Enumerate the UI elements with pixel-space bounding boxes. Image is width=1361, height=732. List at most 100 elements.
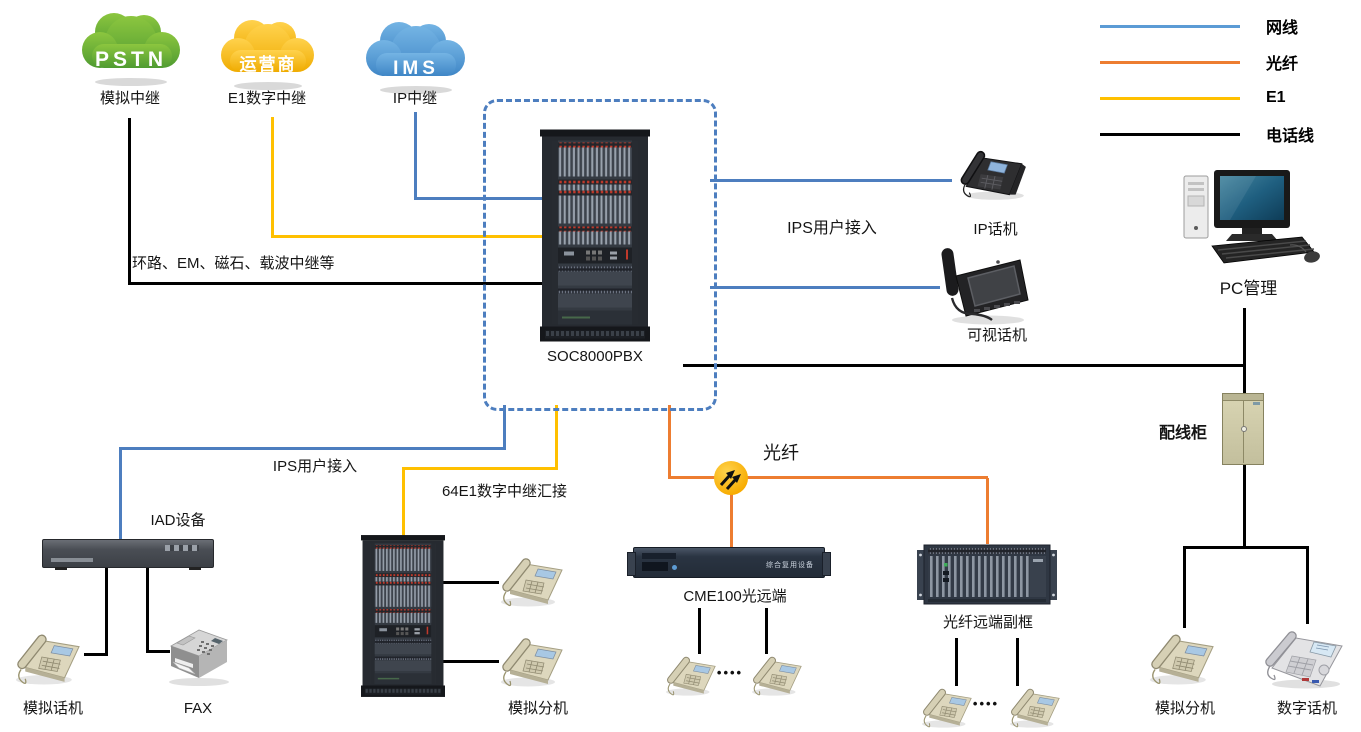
iad-label: IAD设备: [150, 512, 206, 529]
legend-label-e1: E1: [1266, 89, 1286, 106]
e1-tandem-rack: [361, 535, 445, 697]
analog-ext-mid-icon-1: [496, 550, 568, 608]
svg-text:运营商: 运营商: [240, 54, 297, 74]
connection-fiber-drop: [668, 405, 671, 478]
cme-port-block: [642, 553, 676, 559]
carrier-cloud-label: E1数字中继: [227, 90, 307, 107]
connection-cme-phone-1: [698, 608, 701, 654]
ims-cloud: IMS: [366, 22, 465, 94]
iad-device-icon: [42, 539, 214, 570]
connection-fiber-to-remote: [747, 476, 988, 479]
connection-cabinet-down: [1243, 465, 1246, 549]
connection-remote-phone-2: [1016, 638, 1019, 686]
connection-iad-drop-1: [503, 405, 506, 449]
connection-fiber-to-splitter: [668, 476, 716, 479]
legend-item-e1: E1: [1100, 80, 1314, 116]
fax-icon: [163, 616, 235, 688]
connection-e1-horizontal: [402, 467, 558, 470]
legend-item-phone-line: 电话线: [1100, 116, 1314, 152]
connection-ip-phone: [710, 179, 952, 182]
ip-phone-label: IP话机: [973, 221, 1018, 238]
analog-trunk-note: 环路、EM、磁石、载波中继等: [132, 255, 335, 272]
pbx-label: SOC8000PBX: [547, 348, 643, 365]
svg-text:PSTN: PSTN: [95, 48, 167, 71]
ims-cloud-label: IP中继: [392, 90, 438, 107]
video-phone-label: 可视话机: [966, 327, 1027, 344]
video-phone-icon: [940, 242, 1030, 326]
analog-ext-mid-label: 模拟分机: [507, 700, 568, 717]
connection-cme-phone-2: [765, 608, 768, 654]
iad-indicators: [165, 545, 199, 551]
connection-iad-fax-v: [146, 568, 149, 653]
connection-rack2-phone-1: [443, 581, 499, 584]
iad-foot: [189, 567, 201, 570]
cme-panel-text: 综合复用设备: [766, 562, 814, 569]
cme-mount-ear: [627, 552, 636, 576]
connection-iad-fax-h: [146, 650, 170, 653]
legend-label-phone: 电话线: [1266, 128, 1315, 145]
legend: 网线 光纤 E1 电话线: [1100, 8, 1314, 152]
remote-phone-icon-2: [1006, 682, 1064, 729]
analog-ext-right-icon: [1144, 626, 1220, 686]
legend-line-network: [1100, 24, 1240, 28]
connection-iad-drop-2: [119, 447, 122, 540]
connection-iad-analog-h: [84, 653, 108, 656]
analog-phone-icon: [10, 626, 86, 686]
connection-rack2-phone-2: [443, 660, 499, 663]
digital-phone-label: 数字话机: [1276, 700, 1337, 717]
cabinet-top: [1223, 394, 1263, 401]
pstn-cloud: PSTN: [82, 13, 180, 86]
cabinet-handle: [1241, 426, 1247, 432]
wiring-cabinet-icon: [1222, 393, 1264, 465]
cabinet-sticker: [1253, 402, 1260, 405]
connection-video-phone: [710, 286, 940, 289]
legend-line-phone: [1100, 132, 1240, 136]
legend-line-e1: [1100, 96, 1240, 100]
splitter-arrows-icon: [719, 470, 741, 491]
analog-ext-mid-icon-2: [496, 630, 568, 688]
connection-carrier-vertical: [271, 117, 274, 238]
wiring-cabinet-label: 配线柜: [1158, 425, 1207, 442]
pbx-rack: [540, 129, 650, 342]
connection-pbx-to-cabinet: [683, 364, 1246, 367]
ip-phone-icon: [958, 141, 1030, 201]
analog-ext-right-label: 模拟分机: [1154, 700, 1215, 717]
connection-pstn-vertical: [128, 118, 131, 285]
connection-iad-horizontal: [119, 447, 506, 450]
cme-phone-icon-2: [748, 650, 806, 697]
carrier-cloud: 运营商: [221, 20, 314, 90]
ips-access-left-label: IPS用户接入: [272, 458, 358, 475]
pc-icon: [1178, 170, 1322, 267]
e1-aggregation-label: 64E1数字中继汇接: [441, 483, 568, 500]
cme-led: [672, 565, 677, 570]
svg-text:IMS: IMS: [393, 58, 439, 79]
cabinet-door-divider: [1243, 401, 1244, 463]
remote-phones-ellipsis: ••••: [972, 696, 1000, 711]
legend-item-fiber: 光纤: [1100, 44, 1314, 80]
pc-label: PC管理: [1219, 279, 1278, 298]
cme100-device-icon: 综合复用设备: [627, 547, 831, 578]
pbx-dashed-zone: [483, 99, 717, 411]
fiber-remote-subrack-icon: [917, 541, 1057, 608]
cme100-label: CME100光远端: [683, 588, 787, 605]
cme-mount-ear: [822, 552, 831, 576]
connection-pc-vertical: [1243, 308, 1246, 395]
legend-label-fiber: 光纤: [1266, 56, 1299, 73]
fiber-remote-label: 光纤远端副框: [942, 614, 1033, 631]
ips-access-right-label: IPS用户接入: [787, 220, 877, 237]
fiber-splitter-icon: [714, 461, 748, 495]
legend-item-network-cable: 网线: [1100, 8, 1314, 44]
connection-analog-ext-right-drop: [1183, 546, 1186, 628]
connection-e1-drop-1: [555, 405, 558, 470]
connection-ims-vertical: [414, 112, 417, 200]
legend-line-fiber: [1100, 60, 1240, 64]
analog-phone-label: 模拟话机: [22, 700, 83, 717]
connection-ims-horizontal: [414, 197, 545, 200]
pstn-cloud-label: 模拟中继: [99, 90, 160, 107]
fax-label: FAX: [183, 700, 213, 717]
connection-fiber-remote-drop: [986, 478, 989, 544]
connection-digital-phone-drop: [1306, 546, 1309, 624]
connection-remote-phone-1: [955, 638, 958, 686]
digital-phone-icon: [1262, 620, 1350, 690]
